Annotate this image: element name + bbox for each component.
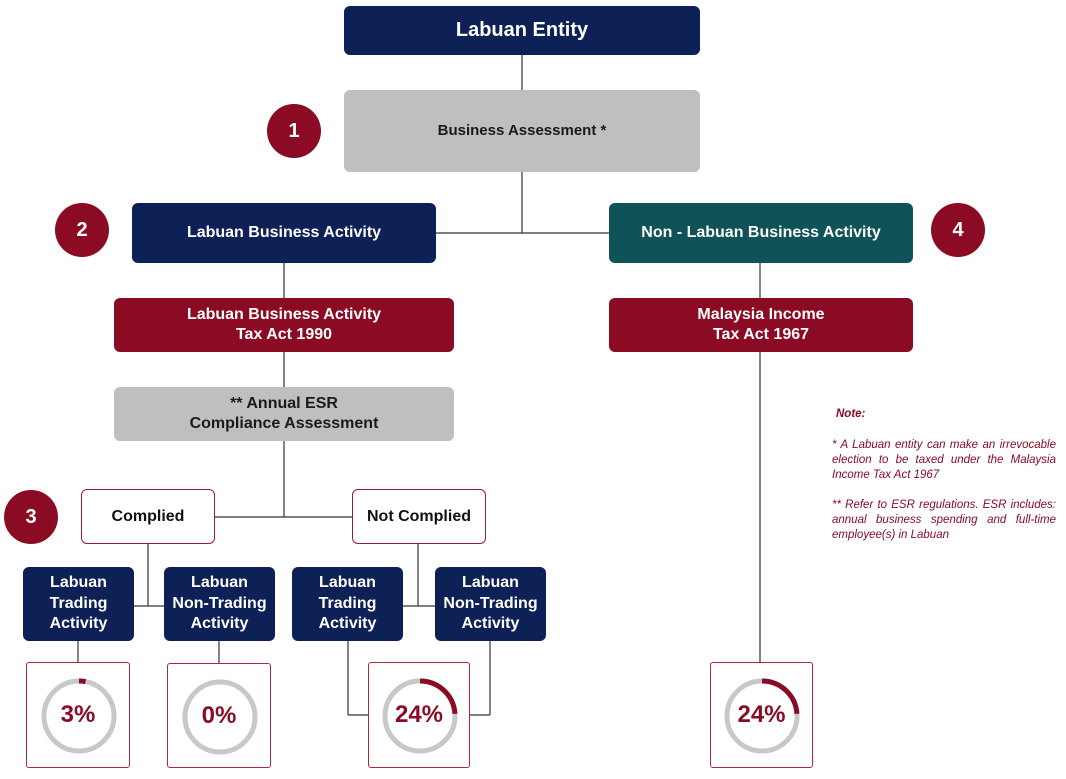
labuan-entity-box: Labuan Entity — [344, 6, 700, 55]
tax-rate-label: 0% — [201, 702, 237, 729]
complied-trading-activity-box: Labuan Trading Activity — [23, 567, 134, 641]
complied-box: Complied — [81, 489, 215, 544]
step-2-badge: 2 — [55, 203, 109, 257]
tax-rate-label: 24% — [737, 701, 786, 728]
tax-rate-card: 0% — [167, 663, 271, 768]
lbata-box: Labuan Business Activity Tax Act 1990 — [114, 298, 454, 352]
not-complied-trading-activity-box: Labuan Trading Activity — [292, 567, 403, 641]
tax-rate-ring — [724, 678, 800, 754]
tax-rate-card: 24% — [710, 662, 813, 768]
note-heading: Note: — [836, 408, 866, 420]
tax-rate-ring — [182, 679, 258, 755]
note-item: ** Refer to ESR regulations. ESR include… — [832, 499, 1056, 541]
step-3-badge: 3 — [4, 490, 58, 544]
tax-rate-ring — [41, 678, 117, 754]
complied-non-trading-activity-box: Labuan Non-Trading Activity — [164, 567, 275, 641]
step-4-badge: 4 — [931, 203, 985, 257]
step-1-badge: 1 — [267, 104, 321, 158]
tax-rate-card: 3% — [26, 662, 130, 768]
not-complied-non-trading-activity-box: Labuan Non-Trading Activity — [435, 567, 546, 641]
non-labuan-business-activity-box: Non - Labuan Business Activity — [609, 203, 913, 263]
labuan-business-activity-box: Labuan Business Activity — [132, 203, 436, 263]
tax-rate-ring — [382, 678, 458, 754]
tax-rate-label: 3% — [60, 701, 96, 728]
not-complied-box: Not Complied — [352, 489, 486, 544]
business-assessment-box: Business Assessment * — [344, 90, 700, 172]
esr-assessment-box: ** Annual ESR Compliance Assessment — [114, 387, 454, 441]
tax-rate-card: 24% — [368, 662, 470, 768]
mita-box: Malaysia Income Tax Act 1967 — [609, 298, 913, 352]
note-item: * A Labuan entity can make an irrevocabl… — [832, 439, 1056, 481]
tax-rate-label: 24% — [394, 701, 444, 728]
